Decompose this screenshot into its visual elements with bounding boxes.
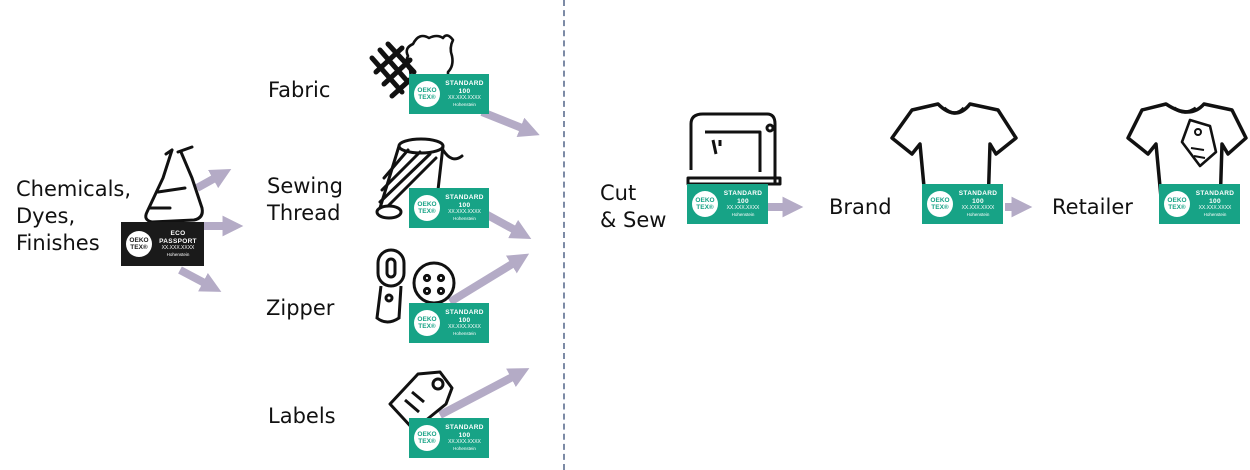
stage-divider: [563, 0, 565, 470]
arrow-zipper: [447, 253, 530, 306]
arrow-fabric: [480, 108, 540, 138]
thread-spool-icon: [375, 137, 464, 220]
label-retailer: Retailer: [1052, 195, 1133, 219]
sewing-machine-icon: [686, 112, 782, 186]
leather-fabric-icon: [369, 34, 455, 99]
flask-icon: [144, 145, 204, 224]
tshirt-tag-icon: [1126, 102, 1248, 210]
arrow-thread: [480, 208, 532, 239]
label-cut-sew: Cut & Sew: [600, 181, 667, 232]
arrow-chem-up: [195, 168, 232, 192]
label-brand: Brand: [829, 195, 892, 219]
label-zipper: Zipper: [266, 296, 335, 320]
arrow-chem-down: [178, 266, 222, 292]
label-chemicals: Chemicals, Dyes, Finishes: [16, 177, 132, 255]
label-sewing-thread: Sewing Thread: [267, 174, 343, 225]
label-labels: Labels: [268, 404, 336, 428]
tshirt-icon: [890, 102, 1018, 210]
arrow-labels: [438, 368, 530, 419]
zipper-button-icon: [375, 248, 456, 324]
label-fabric: Fabric: [268, 78, 331, 102]
